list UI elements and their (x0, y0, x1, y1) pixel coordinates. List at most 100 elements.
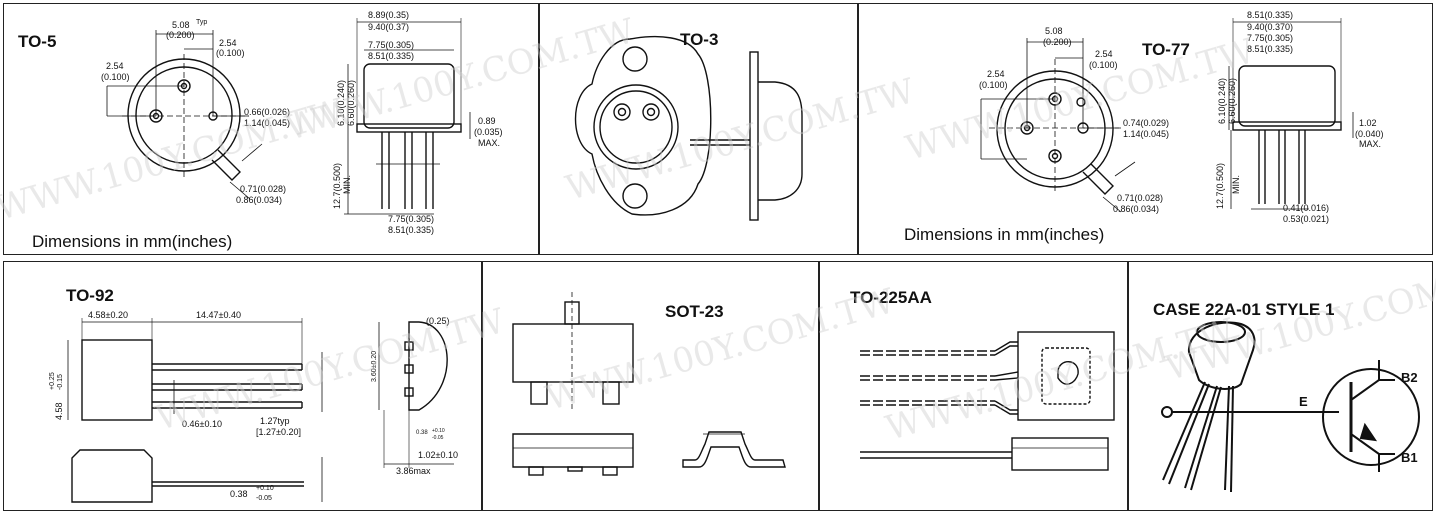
to77-dim-cap-inner: 7.75(0.305) (1247, 33, 1293, 43)
to5-dim-cap-inner-max: 8.51(0.335) (368, 51, 414, 61)
to77-dim-half-pitch-in: (0.100) (1089, 60, 1118, 70)
sot23-pin-left (530, 381, 548, 405)
case22-label-b2: B2 (1401, 370, 1418, 385)
to5-dim-lead-len: 12.7(0.500) (332, 163, 342, 209)
to77-dim-tab-w: 0.71(0.028) (1117, 193, 1163, 203)
to92-drawing: 4.58±0.20 14.47±0.40 4.58 +0.25 -0.15 0.… (49, 310, 458, 503)
to92-dim-small-t-minus: -0.05 (432, 435, 444, 441)
to77-dim-pitch-in: (0.200) (1043, 37, 1072, 47)
to77-dim-flange: 1.02 (1359, 118, 1377, 128)
case22-transistor-circle (1322, 368, 1420, 466)
to77-panel: 5.08 (0.200) 2.54 (0.100) 2.54 (0.100) 0… (858, 3, 1433, 255)
to77-dim-cap-outer-2: 9.40(0.370) (1247, 22, 1293, 32)
sot23-side-view (682, 431, 786, 468)
case22-terminal (1161, 406, 1173, 418)
to92-dim-pitch-alt: [1.27±0.20] (256, 427, 301, 437)
to5-dim-cap-outer: 8.89(0.35) (368, 10, 409, 20)
to5-dim-tab-w: 0.71(0.028) (240, 184, 286, 194)
to77-dim-cap-inner-max: 8.51(0.335) (1247, 44, 1293, 54)
to5-dim-cap-inner: 7.75(0.305) (368, 40, 414, 50)
to3-side-flange (749, 51, 759, 221)
to225-mount-hole (1057, 361, 1079, 385)
to5-dim-bottom-max: 8.51(0.335) (388, 225, 434, 235)
to92-dim-small-t-plus: +0.10 (432, 428, 445, 434)
to3-mount-hole-bottom (622, 183, 648, 209)
to3-panel: TO-3 (539, 3, 858, 255)
to5-dim-height-max: 6.60(0.260) (346, 80, 356, 126)
case22-can-body (1187, 321, 1256, 390)
sot23-panel: SOT-23 (482, 261, 819, 511)
to92-dim-lead-t: 0.38 (230, 489, 248, 499)
to77-dim-half-pitch: 2.54 (1095, 49, 1113, 59)
to77-dim-pitch: 5.08 (1045, 26, 1063, 36)
to92-body (81, 339, 153, 421)
to5-dim-lead-dia-max: 1.14(0.045) (244, 118, 290, 128)
to5-tab (211, 149, 241, 181)
to5-dim-tab-w-max: 0.86(0.034) (236, 195, 282, 205)
to92-end-view (408, 321, 448, 411)
to92-dim-lead-t-plus: +0.10 (256, 485, 274, 492)
to77-dim-lead-w: 0.41(0.016) (1283, 203, 1329, 213)
to92-dim-side-h: 3.60±0.20 (371, 351, 378, 382)
to5-dim-pitch-typ: Typ (196, 19, 207, 26)
to5-dim-bottom: 7.75(0.305) (388, 214, 434, 224)
to77-dim-lead-dia: 0.74(0.029) (1123, 118, 1169, 128)
to77-lead-corner (1076, 97, 1086, 107)
case22-panel: E B2 B1 CASE 22A-01 STYLE 1 (1128, 261, 1433, 511)
to77-dim-height: 6.10(0.240) (1217, 78, 1227, 124)
to77-title: TO-77 (1142, 40, 1190, 59)
to5-dim-side-pitch-in: (0.100) (101, 72, 130, 82)
to3-title: TO-3 (680, 30, 719, 49)
case22-title: CASE 22A-01 STYLE 1 (1153, 300, 1335, 319)
to92-dim-body-h-plus: +0.25 (49, 372, 56, 390)
to77-dim-flange-in: (0.040) (1355, 129, 1384, 139)
to3-can-inner (599, 90, 673, 164)
to5-dim-flange-max: MAX. (478, 138, 500, 148)
to92-end-pin-1 (404, 341, 414, 351)
to92-title: TO-92 (66, 286, 114, 305)
to92-dim-pitch: 1.27typ (260, 416, 290, 426)
to77-dim-lead-len: 12.7(0.500) (1215, 163, 1225, 209)
to5-dim-height: 6.10(0.240) (336, 80, 346, 126)
to3-pin-1 (613, 103, 631, 121)
to77-side-body (1238, 65, 1336, 127)
to225-heatsink-outline (1041, 347, 1091, 405)
to92-side-body (71, 449, 153, 503)
to92-dim-depth: 3.86max (396, 466, 431, 476)
to5-drawing: 5.08 Typ (0.200) 2.54 (0.100) 2.54 (0.10… (101, 10, 503, 235)
to77-dim-cap-outer: 8.51(0.335) (1247, 10, 1293, 20)
to77-caption: Dimensions in mm(inches) (904, 225, 1105, 244)
to5-title: TO-5 (18, 32, 57, 51)
case22-drawing: E B2 B1 (1161, 321, 1420, 493)
case22-label-e: E (1299, 394, 1308, 409)
sot23-body-front (512, 433, 634, 468)
to5-dim-pitch-in: (0.200) (166, 30, 195, 40)
to225-panel: TO-225AA (819, 261, 1128, 511)
to5-dim-lead-dia: 0.66(0.026) (244, 107, 290, 117)
to77-tab (1082, 163, 1114, 195)
to77-dim-lead-w-max: 0.53(0.021) (1283, 214, 1329, 224)
to92-dim-body-w: 4.58±0.20 (88, 310, 128, 320)
to92-dim-body-h: 4.58 (54, 402, 64, 420)
to5-dim-half-pitch: 2.54 (219, 38, 237, 48)
to3-drawing (574, 35, 803, 221)
to92-panel: 4.58±0.20 14.47±0.40 4.58 +0.25 -0.15 0.… (3, 261, 482, 511)
to77-side-flange (1232, 121, 1342, 131)
to92-dim-lead-w: 0.46±0.10 (182, 419, 222, 429)
to3-mount-hole-top (622, 46, 648, 72)
to5-dim-pitch: 5.08 (172, 20, 190, 30)
to5-dim-flange-in: (0.035) (474, 127, 503, 137)
to225-side-body (1011, 437, 1109, 471)
to92-dim-lead-t-minus: -0.05 (256, 495, 272, 502)
to77-dim-tab-w-max: 0.86(0.034) (1113, 204, 1159, 214)
to92-dim-thick: 1.02±0.10 (418, 450, 458, 460)
to5-dim-flange: 0.89 (478, 116, 496, 126)
to92-dim-body-h-minus: -0.15 (57, 374, 64, 390)
to225-drawing (860, 331, 1115, 471)
to5-dim-lead-len-min: MIN. (342, 175, 352, 194)
to5-dim-side-pitch: 2.54 (106, 61, 124, 71)
to77-dim-height-max: 6.60(0.260) (1227, 78, 1237, 124)
to92-dim-lead-len: 14.47±0.40 (196, 310, 241, 320)
to5-dim-cap-outer-max: 9.40(0.37) (368, 22, 409, 32)
to5-panel: 5.08 Typ (0.200) 2.54 (0.100) 2.54 (0.10… (3, 3, 539, 255)
